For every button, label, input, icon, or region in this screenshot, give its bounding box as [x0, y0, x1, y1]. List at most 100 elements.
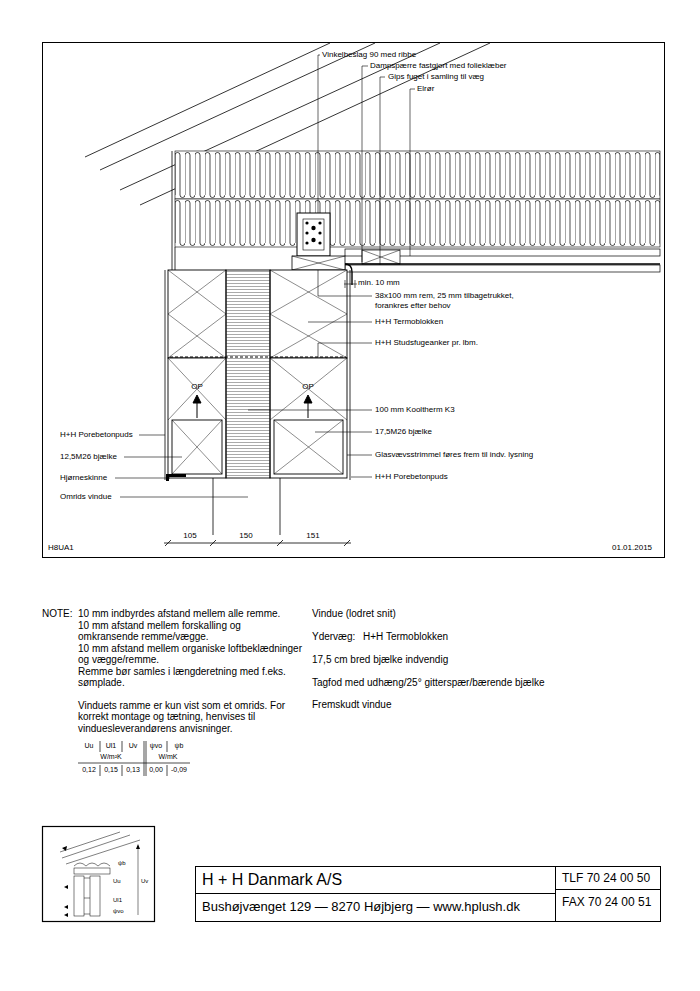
callout-label: Uv: [141, 878, 148, 885]
callout-label: ψb: [175, 742, 184, 750]
callout-label: W/mK: [158, 753, 177, 761]
drawing-part: [175, 151, 660, 199]
callout-label: 17,5M26 bjælke: [375, 427, 432, 437]
drawing-part: [248, 410, 372, 411]
callout-label: Uu: [85, 742, 94, 750]
drawing-part: [362, 250, 400, 264]
drawing-part: [164, 543, 351, 544]
drawing-part: [292, 256, 345, 270]
drawing-part: [165, 270, 350, 480]
callout-label: 38x100 mm rem, 25 mm tilbagetrukket, for…: [375, 291, 525, 310]
drawing-part: [74, 863, 110, 866]
drawing-part: [74, 876, 84, 916]
callout-label: Ul1: [113, 897, 122, 904]
drawing-part: [85, 43, 330, 157]
drawing-part: [168, 270, 226, 358]
drawing-part: [280, 478, 281, 535]
drawing-part: [84, 878, 90, 879]
callout-label: H+H Porebetonpuds: [60, 430, 133, 440]
callout-label: 01.01.2015: [612, 543, 652, 553]
note-text: Fremskudt vindue: [312, 699, 391, 711]
title-block-cell: H + H Danmark A/SBushøjvænget 129 — 8270…: [195, 866, 557, 922]
callout-label: Gips fuget i samling til væg: [388, 72, 484, 82]
drawing-part: [351, 477, 372, 478]
drawing-part: [350, 270, 351, 480]
callout-label: OP: [191, 382, 203, 392]
drawing-part: [274, 420, 343, 474]
callout-label: -0,09: [171, 766, 187, 774]
drawing-part: [115, 55, 415, 497]
drawing-part: [270, 358, 347, 420]
drawing-part: [213, 478, 280, 535]
drawing-part: [355, 280, 356, 288]
drawing-part: [90, 876, 100, 916]
drawing-part: [318, 343, 372, 357]
drawing-part: [311, 226, 315, 230]
drawing-part: [168, 270, 347, 474]
drawing-part: [292, 256, 345, 270]
drawing-part: [303, 219, 324, 250]
drawing-part: [344, 280, 357, 288]
drawing-part: [62, 846, 67, 851]
drawing-part: [78, 741, 190, 776]
note-text: H+H Termoblokken: [363, 631, 448, 643]
callout-label: 0,15: [104, 766, 118, 774]
note-text: Tagfod med udhæng/25° gitterspær/bærende…: [312, 677, 544, 689]
drawing-part: [297, 213, 330, 256]
drawing-part: [166, 474, 186, 481]
drawing-part: [136, 844, 140, 849]
note-text: Ydervæg:: [312, 631, 355, 643]
note-text: 10 mm afstand mellem forskalling og omkr…: [78, 620, 303, 643]
callout-label: min. 10 mm: [358, 278, 400, 288]
callout-label: H8UA1: [48, 543, 74, 553]
callout-label: 151: [306, 531, 319, 541]
drawing-part: [362, 250, 400, 264]
note-text: 10 mm indbyrdes afstand mellem alle remm…: [78, 608, 303, 620]
drawing-part: [60, 832, 140, 916]
note-text: Remme bør samles i længderetning med f.e…: [78, 666, 303, 689]
drawing-part: [305, 221, 321, 244]
drawing-part: [122, 765, 123, 776]
drawing-part: [165, 540, 171, 546]
drawing-part: [168, 358, 226, 478]
drawing-part: [318, 55, 320, 213]
drawing-part: [315, 432, 372, 433]
note-text: Vinduets ramme er kun vist som et omrids…: [78, 700, 303, 735]
drawing-part: [270, 358, 347, 478]
note-text: 10 mm afstand mellem organiske loftbeklæ…: [78, 643, 303, 666]
drawing-part: [292, 256, 345, 270]
drawing-part: [120, 497, 248, 498]
drawing-part: [344, 540, 350, 546]
address-text: Bushøjvænget 129 — 8270 Højbjerg — www.h…: [196, 894, 556, 917]
drawing-part: [124, 457, 182, 458]
callout-label: Vinkelbeslag 90 med ribbe: [322, 50, 416, 60]
drawing-part: [139, 435, 165, 436]
drawing-part: [193, 395, 201, 403]
drawing-part: [168, 270, 347, 478]
drawing-part: [172, 151, 175, 270]
drawing-part: [318, 221, 321, 224]
drawing-part: [226, 270, 270, 478]
callout-label: H+H Studsfugeanker pr. lbm.: [375, 338, 478, 348]
callout-label: 0,13: [126, 766, 140, 774]
drawing-part: [144, 741, 145, 776]
contact-cell: TLF 70 24 00 50FAX 70 24 00 51: [555, 866, 661, 922]
drawing-part: [270, 270, 347, 358]
callout-label: 100 mm Kooltherm K3: [375, 405, 455, 415]
drawing-part: [305, 231, 308, 234]
drawing-part: [146, 741, 147, 776]
drawing-part: [60, 832, 120, 852]
callout-label: ψvo: [150, 742, 162, 750]
drawing-part: [164, 540, 351, 546]
drawing-part: [43, 43, 665, 558]
callout-label: 0,12: [82, 766, 96, 774]
drawing-part: [64, 905, 68, 909]
drawing-part: [170, 356, 346, 357]
drawing-part: [84, 914, 90, 915]
drawing-part: [345, 280, 346, 288]
callout-label: Hjørneskinne: [60, 473, 107, 483]
drawing-part: [347, 455, 372, 456]
drawing-part: [362, 66, 368, 262]
drawing-part: [64, 913, 68, 917]
drawing-part: [304, 395, 312, 403]
